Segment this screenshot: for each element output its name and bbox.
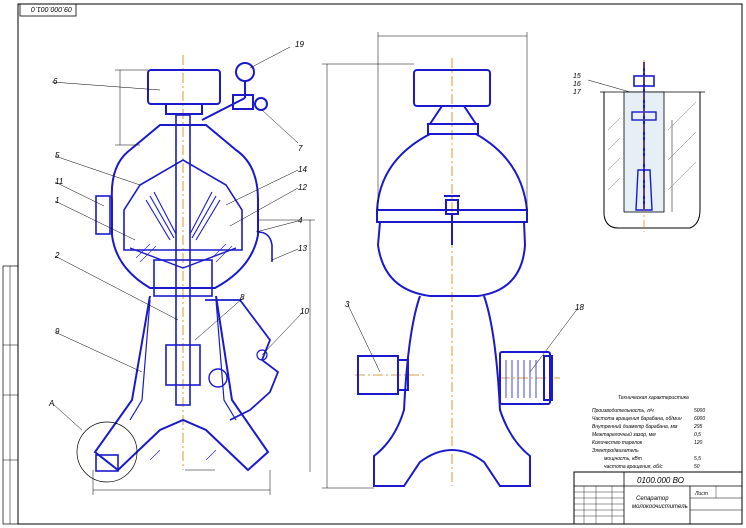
callout-8: 8 <box>240 293 245 302</box>
spec-row-label: Количество тарелок <box>592 440 643 446</box>
front-view <box>355 58 560 487</box>
spec-row-label: частота вращения, об/с <box>604 464 663 470</box>
title-block <box>573 471 743 525</box>
callout-2: 2 <box>54 251 60 260</box>
spec-row-label: Межтарелочный зазор, мм <box>592 431 656 438</box>
callouts: 6 19 7 5 14 11 12 1 4 13 2 8 10 9 3 18 A… <box>48 40 584 408</box>
leader-lines <box>51 46 579 431</box>
callout-18: 18 <box>575 303 584 312</box>
front-dimensions <box>322 32 528 489</box>
doc-code: 0100.000 ВО <box>637 476 684 485</box>
spec-row-value: 0,5 <box>694 432 701 438</box>
spec-row-label: Внутренний диаметр барабана, мм <box>592 423 678 430</box>
top-code-box <box>19 3 77 17</box>
callout-9: 9 <box>55 327 60 336</box>
spec-heading: Техническая характеристика <box>618 395 689 401</box>
drawing-title-2: молокоочиститель <box>632 504 688 510</box>
tech-spec: Техническая характеристика Производитель… <box>592 395 705 470</box>
spec-row-label: Электродвигатель <box>592 448 639 454</box>
sheet-frame <box>17 3 743 525</box>
callout-12: 12 <box>298 183 307 192</box>
callout-10: 10 <box>300 307 309 316</box>
spec-row-value: 5000 <box>694 408 705 414</box>
section-dimensions <box>92 69 315 495</box>
section-view <box>93 55 280 472</box>
spec-row-value: 5,5 <box>694 456 701 462</box>
callout-6: 6 <box>53 77 58 86</box>
spec-row-label: Частота вращения барабана, об/мин <box>592 416 682 422</box>
callout-4: 4 <box>298 216 303 225</box>
callout-17: 17 <box>573 89 582 96</box>
callout-1: 1 <box>55 196 59 205</box>
callout-11: 11 <box>55 177 63 186</box>
spec-row-label: мощность, кВт <box>604 456 642 462</box>
top-code-text: 09.000.001.0 <box>31 5 72 12</box>
callout-A: A <box>48 399 54 408</box>
detail-a-circle <box>76 421 138 483</box>
spec-row-label: Производительность, л/ч <box>592 408 654 414</box>
spec-row-value: 120 <box>694 440 703 446</box>
spec-row-value: 50 <box>694 464 700 470</box>
sheet-label: Лист <box>694 491 708 497</box>
drawing-title-1: Сепаратор <box>636 496 669 502</box>
callout-3: 3 <box>345 300 350 309</box>
callout-19: 19 <box>295 40 304 49</box>
callout-14: 14 <box>298 165 307 174</box>
spec-row-value: 295 <box>693 424 703 430</box>
callout-16: 16 <box>573 81 581 88</box>
callout-13: 13 <box>298 244 307 253</box>
callout-7: 7 <box>298 144 303 153</box>
spec-row-value: 6000 <box>694 416 705 422</box>
anchor-detail <box>587 60 705 232</box>
callout-5: 5 <box>55 151 60 160</box>
callout-15: 15 <box>573 73 581 80</box>
